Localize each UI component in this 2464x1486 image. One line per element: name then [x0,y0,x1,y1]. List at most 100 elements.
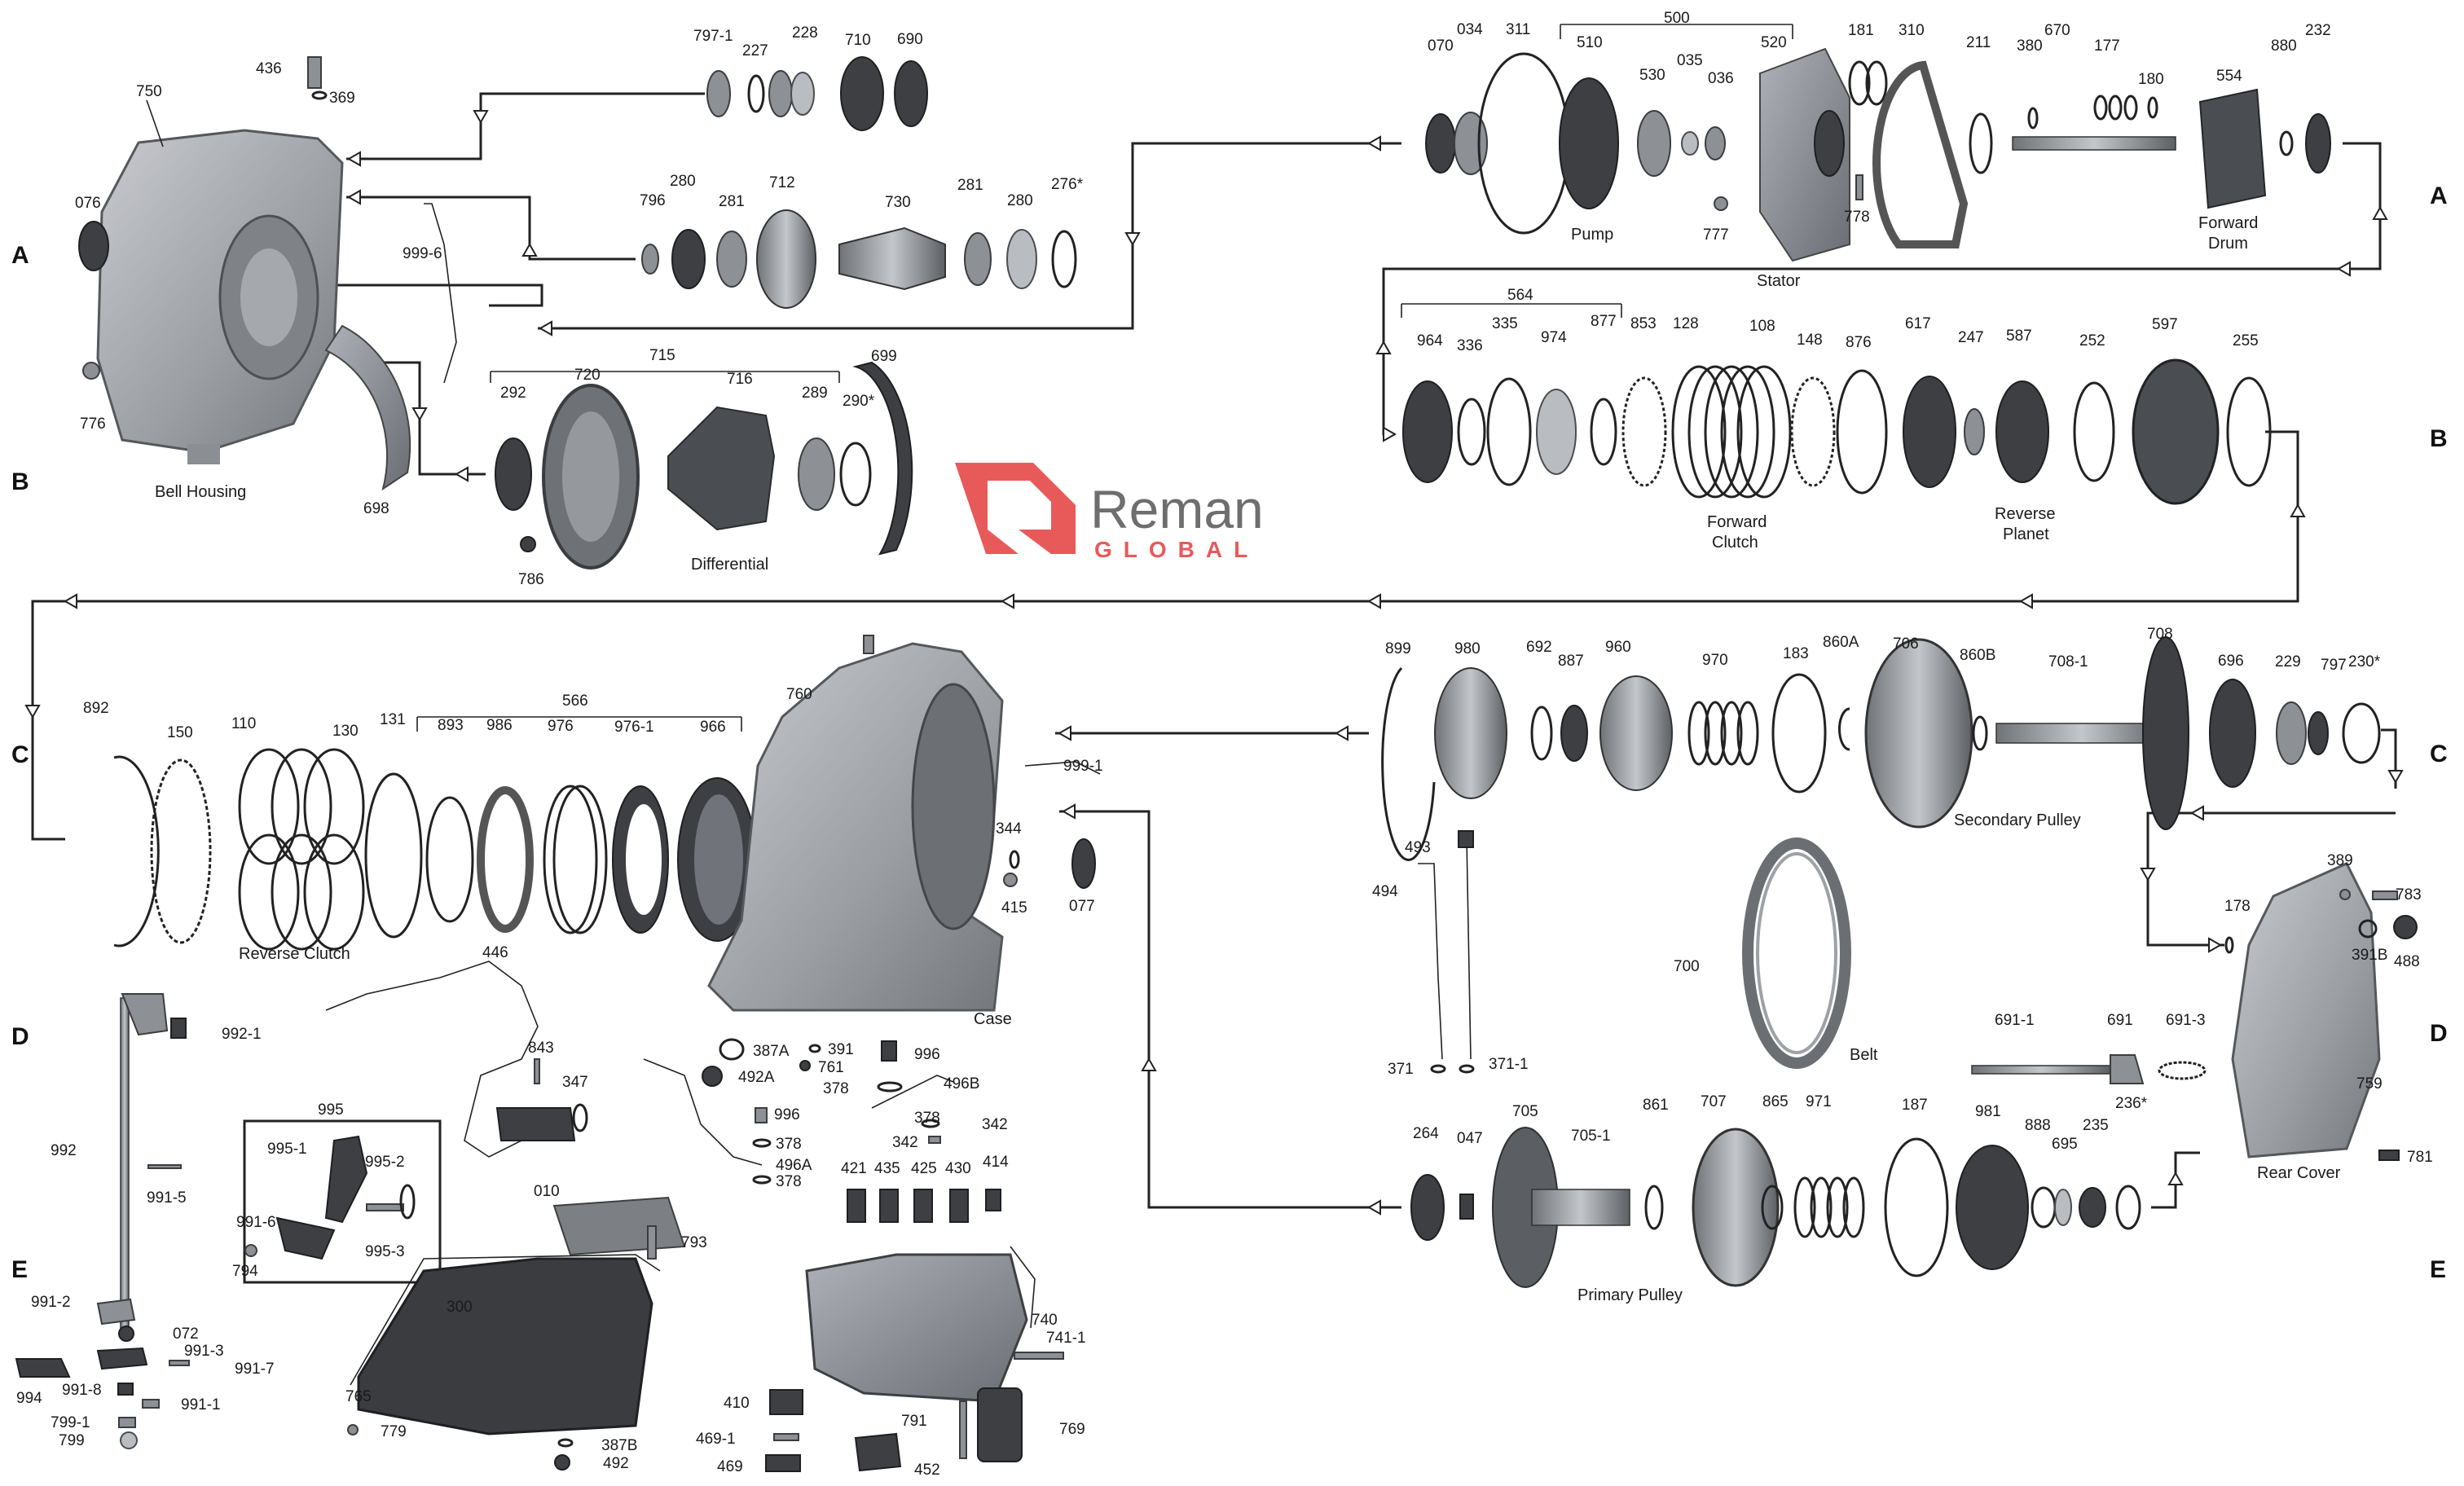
label-716: 716 [727,371,753,388]
label-076: 076 [75,195,101,212]
row-a-gear-group: 797-1 227 228 710 690 [693,24,928,131]
dipstick-and-belt: 493 494 371 371-1 700 Belt [1372,830,1878,1078]
label-292: 292 [500,385,526,402]
label-391: 391 [828,1041,854,1058]
label-971: 971 [1806,1093,1832,1110]
label-899: 899 [1385,640,1411,657]
caption-stator: Stator [1757,272,1801,290]
label-280-b: 280 [1007,192,1033,209]
caption-secondary-pulley: Secondary Pulley [1954,811,2081,829]
label-131: 131 [380,711,406,728]
label-452: 452 [914,1462,940,1479]
label-300: 300 [447,1299,473,1316]
label-289: 289 [802,385,828,402]
label-992: 992 [51,1142,77,1159]
spring-971 [1793,1176,1865,1238]
label-892: 892 [83,700,109,717]
label-336: 336 [1457,337,1483,354]
label-494: 494 [1372,883,1398,900]
label-389: 389 [2327,852,2353,869]
caption-pump: Pump [1571,226,1613,244]
label-991-5: 991-5 [147,1189,187,1207]
label-995-1: 995-1 [267,1141,307,1158]
row-label-d-right: D [2430,1020,2448,1047]
label-380: 380 [2017,37,2043,55]
label-974: 974 [1541,329,1567,346]
label-797-1-a: 797-1 [693,28,733,45]
label-415: 415 [1001,899,1027,917]
caption-primary-pulley: Primary Pulley [1577,1286,1683,1304]
label-280-a: 280 [670,173,696,190]
row-label-d-left: D [11,1023,29,1050]
label-387a: 387A [753,1043,790,1060]
label-992-1: 992-1 [222,1026,262,1043]
label-843: 843 [528,1040,554,1057]
label-446: 446 [482,944,508,961]
label-344: 344 [996,820,1022,838]
caption-bell-housing: Bell Housing [155,483,246,501]
label-378-c: 378 [776,1136,802,1153]
label-342-a: 342 [892,1134,918,1151]
label-566: 566 [562,692,588,710]
label-597: 597 [2152,316,2178,333]
label-705: 705 [1512,1103,1538,1120]
label-252: 252 [2079,332,2105,350]
label-691-1: 691-1 [1995,1012,2035,1029]
pump-stator-assembly: 070 034 311 500 510 520 530 035 036 777 … [1425,10,2331,290]
label-281-a: 281 [719,193,745,210]
label-799-1: 799-1 [51,1414,90,1431]
label-047: 047 [1457,1130,1483,1147]
label-310: 310 [1899,22,1925,39]
label-425: 425 [911,1160,937,1177]
label-797-b: 797 [2321,657,2347,674]
label-976-1: 976-1 [614,719,654,736]
label-347: 347 [562,1074,588,1091]
label-036: 036 [1708,70,1734,87]
brand-name: Reman [1090,479,1264,539]
label-148: 148 [1797,332,1823,349]
label-430: 430 [945,1160,971,1177]
case-assembly: 760 999-1 344 415 077 Case [707,635,1103,1028]
label-710: 710 [845,32,871,49]
part-698-shield [324,324,411,491]
label-264: 264 [1413,1125,1439,1142]
label-077: 077 [1069,898,1095,915]
label-705-1: 705-1 [1571,1128,1611,1145]
label-378-a: 378 [823,1080,849,1097]
label-776: 776 [80,415,106,433]
label-769: 769 [1059,1421,1085,1438]
label-276: 276* [1051,176,1084,193]
label-530: 530 [1639,67,1665,84]
label-492: 492 [603,1455,629,1472]
label-715: 715 [649,347,675,364]
label-888: 888 [2025,1117,2051,1134]
label-994: 994 [16,1390,42,1407]
label-211: 211 [1966,34,1991,51]
label-880: 880 [2271,37,2297,55]
row-labels-left: A B C D E [11,242,29,1283]
label-469-1: 469-1 [696,1431,736,1448]
forward-clutch-pack [1671,365,1792,499]
label-960: 960 [1605,639,1631,656]
assembly-flow-lines [24,92,2404,1216]
label-861: 861 [1643,1097,1669,1114]
label-691: 691 [2107,1012,2133,1029]
label-794: 794 [232,1263,258,1280]
label-391b: 391B [2352,947,2387,964]
label-707: 707 [1701,1093,1727,1110]
label-799: 799 [59,1432,85,1449]
label-712: 712 [769,174,795,191]
row-labels-right: A B C D E [2430,182,2448,1283]
label-741-1: 741-1 [1046,1330,1086,1347]
label-793: 793 [681,1234,707,1251]
label-492a: 492A [738,1069,775,1086]
label-564: 564 [1507,287,1533,304]
label-488: 488 [2394,953,2420,970]
label-010: 010 [534,1183,560,1200]
part-699-shield [852,361,913,556]
brand-logo: Reman GLOBAL [955,463,1264,562]
label-860b: 860B [1960,647,1995,664]
label-342-b: 342 [982,1116,1008,1133]
label-378-d: 378 [776,1173,802,1190]
label-181: 181 [1848,22,1874,39]
